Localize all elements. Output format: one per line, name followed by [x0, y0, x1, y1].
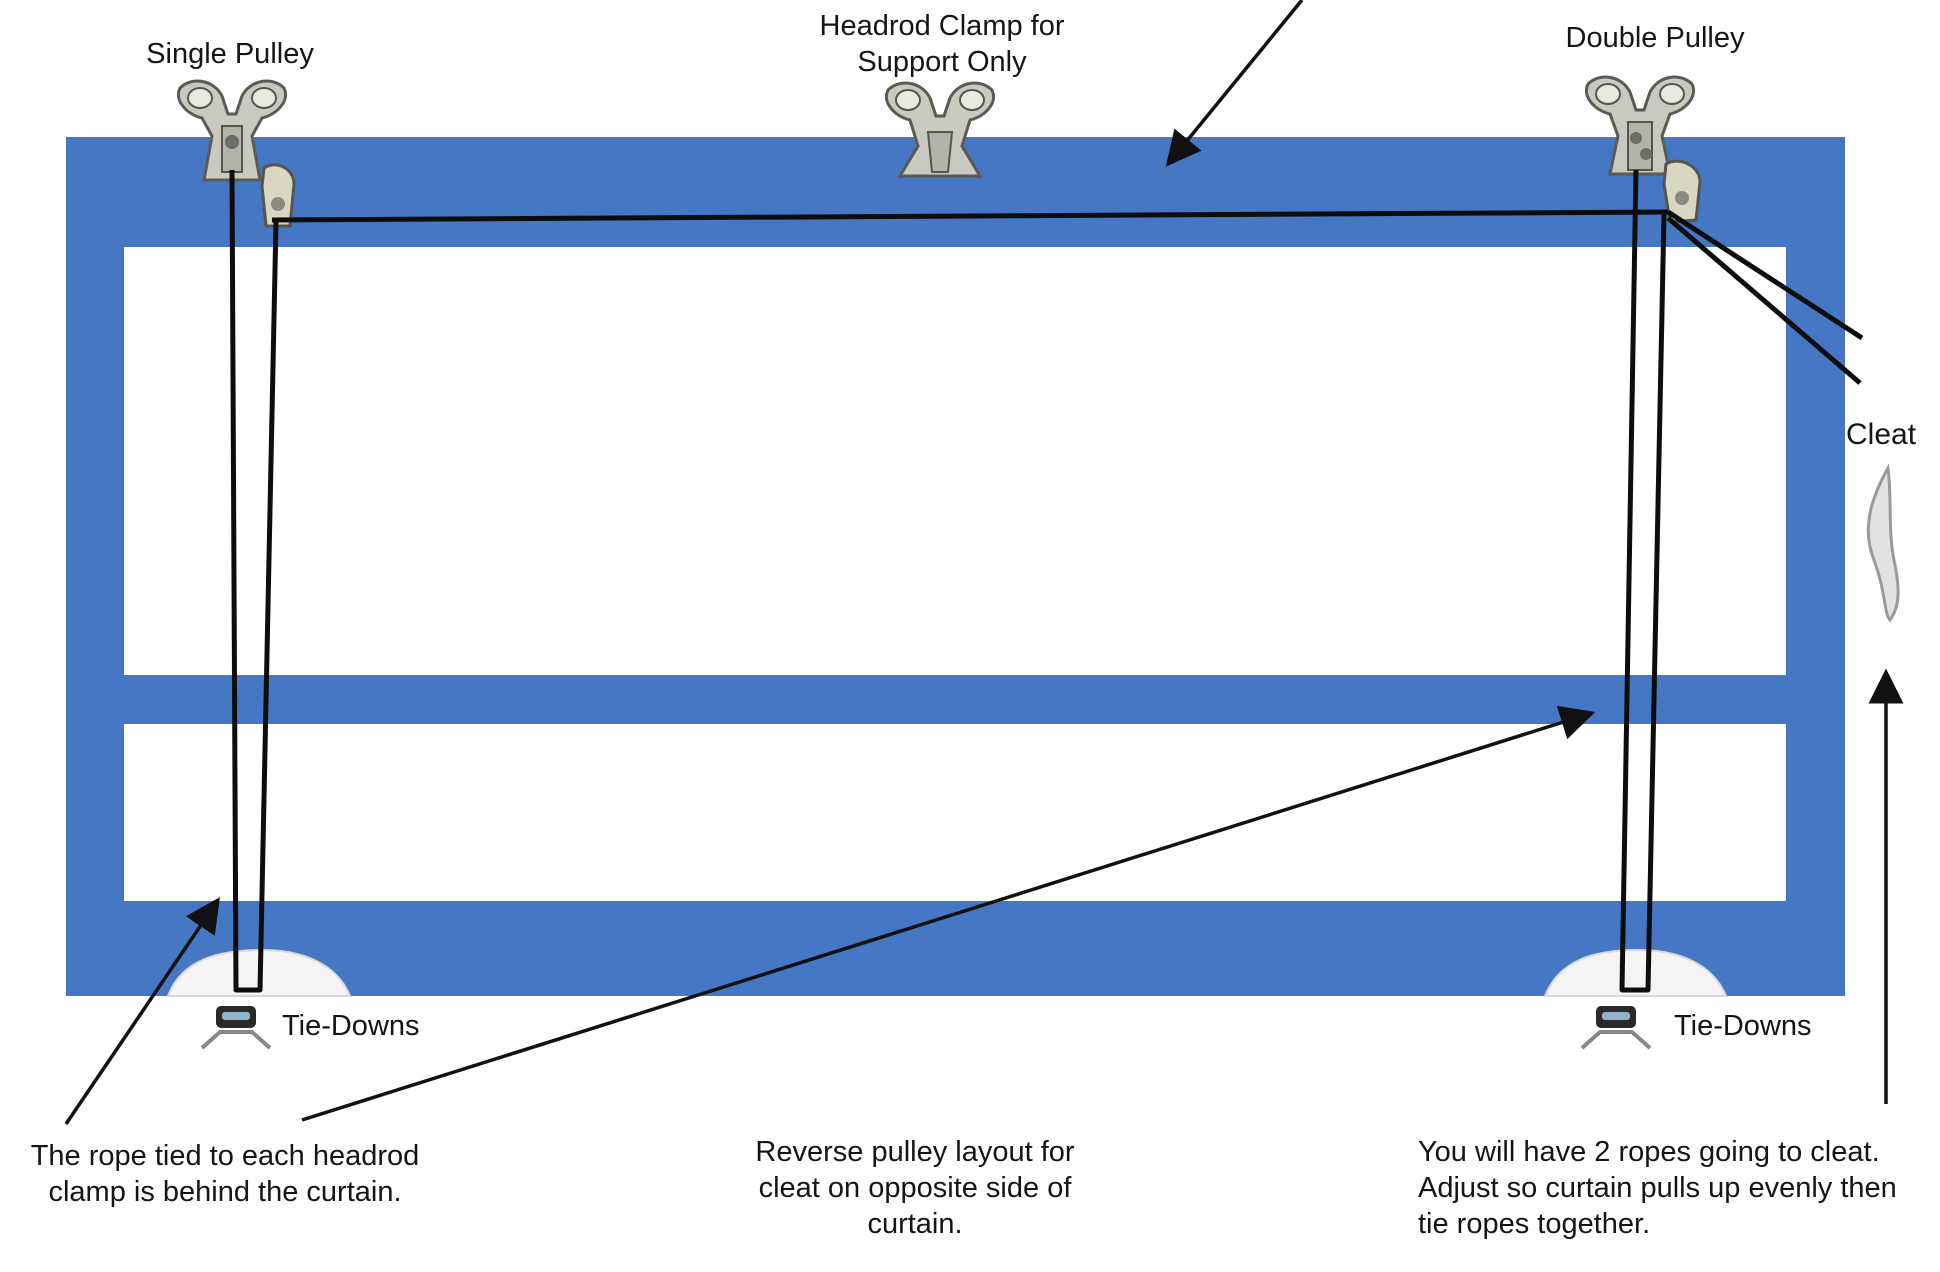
- single-pulley-label: Single Pulley: [146, 38, 314, 70]
- tie-down-dome-right: [1543, 948, 1728, 997]
- arrow-to-headrod: [1165, 0, 1304, 167]
- cleat-label: Cleat: [1846, 418, 1917, 451]
- tie-down-icon: [1580, 1006, 1652, 1050]
- pulley-icon: [177, 79, 287, 182]
- pointer-arrows: [64, 0, 1904, 1125]
- arrow-to-rope-behind: [64, 897, 220, 1125]
- pulley-wheel-icon: [260, 163, 296, 228]
- reverse-pulley-note: Reverse pulley layout for cleat on oppos…: [755, 1136, 1075, 1240]
- rope-behind-note: The rope tied to each headrod clamp is b…: [30, 1140, 420, 1208]
- headrod-clamp-icon: [885, 81, 995, 178]
- two-ropes-note: You will have 2 ropes going to cleat. Ad…: [1418, 1136, 1897, 1240]
- tie-down-icon: [200, 1006, 272, 1050]
- tie-downs-left-label: Tie-Downs: [282, 1010, 420, 1042]
- double-pulley-label: Double Pulley: [1565, 22, 1745, 54]
- arrow-to-reverse-layout: [301, 705, 1596, 1122]
- curtain-frame: [66, 137, 1845, 996]
- headrod-clamp-label: Headrod Clamp for Support Only: [819, 10, 1065, 78]
- double-pulley-icon: [1585, 75, 1695, 176]
- cleat-icon: [1866, 463, 1900, 623]
- tie-downs-right-label: Tie-Downs: [1674, 1010, 1812, 1042]
- rope-lines: [229, 169, 1864, 993]
